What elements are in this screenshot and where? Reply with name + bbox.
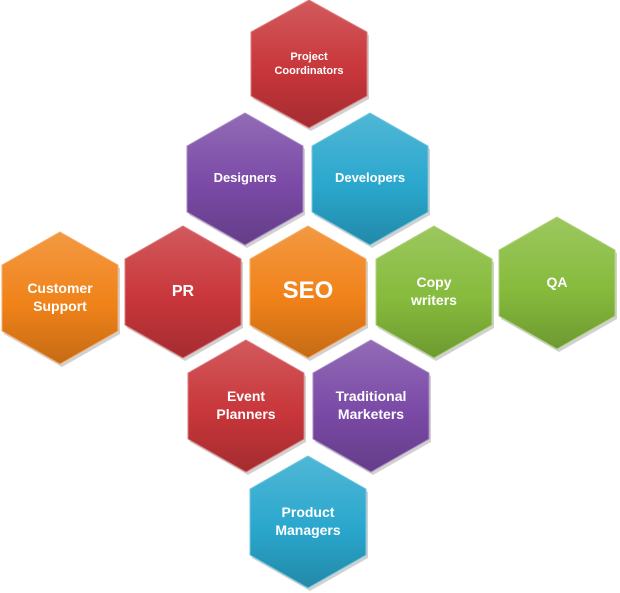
hexagon-label-line: PR <box>172 283 195 300</box>
hexagon-shape <box>124 225 242 359</box>
hexagon-label-copy-writers: Copy writers <box>410 274 457 308</box>
hexagon-developers: Developers <box>311 112 430 248</box>
hexagon-shape <box>312 339 430 473</box>
hexagon-pr: PR <box>124 225 243 361</box>
hexagon-label-line: Copy <box>417 274 452 290</box>
hexagon-label-qa: QA <box>547 274 568 290</box>
hexagon-shape <box>186 112 304 246</box>
hexagon-label-developers: Developers <box>335 170 405 185</box>
hexagon-shape <box>249 455 367 589</box>
hexagon-label-line: Coordinators <box>274 65 343 77</box>
hexagon-label-line: Marketers <box>338 406 404 422</box>
hexagon-label-line: Planners <box>216 406 275 422</box>
hexagon-shape <box>375 225 493 359</box>
hexagon-label-line: Managers <box>275 522 341 538</box>
hexagon-label-line: QA <box>547 274 568 290</box>
hexagon-label-line: Event <box>227 388 265 404</box>
hexagon-shape <box>498 216 616 350</box>
hexagon-label-line: SEO <box>283 277 334 304</box>
hexagon-label-line: writers <box>410 292 457 308</box>
hexagon-label-line: Customer <box>27 280 93 296</box>
hexagon-shape <box>1 231 119 365</box>
hexagon-designers: Designers <box>186 112 305 248</box>
hexagon-shape <box>187 339 305 473</box>
hexagon-label-line: Designers <box>214 170 277 185</box>
hexagon-copy-writers: Copy writers <box>375 225 494 361</box>
hexagon-label-line: Project <box>290 51 328 63</box>
hexagon-seo: SEO <box>249 225 368 361</box>
hexagon-label-designers: Designers <box>214 170 277 185</box>
hexagon-label-line: Developers <box>335 170 405 185</box>
hexagon-qa: QA <box>498 216 617 352</box>
hexagon-shape <box>249 225 367 359</box>
hexagon-shape <box>250 0 368 129</box>
hexagon-label-pr: PR <box>172 283 195 300</box>
hexagon-label-line: Product <box>282 504 335 520</box>
hexagon-label-seo: SEO <box>283 277 334 304</box>
hexagon-label-line: Support <box>33 298 87 314</box>
hexagon-label-line: Traditional <box>336 388 407 404</box>
hexagon-shape <box>311 112 429 246</box>
